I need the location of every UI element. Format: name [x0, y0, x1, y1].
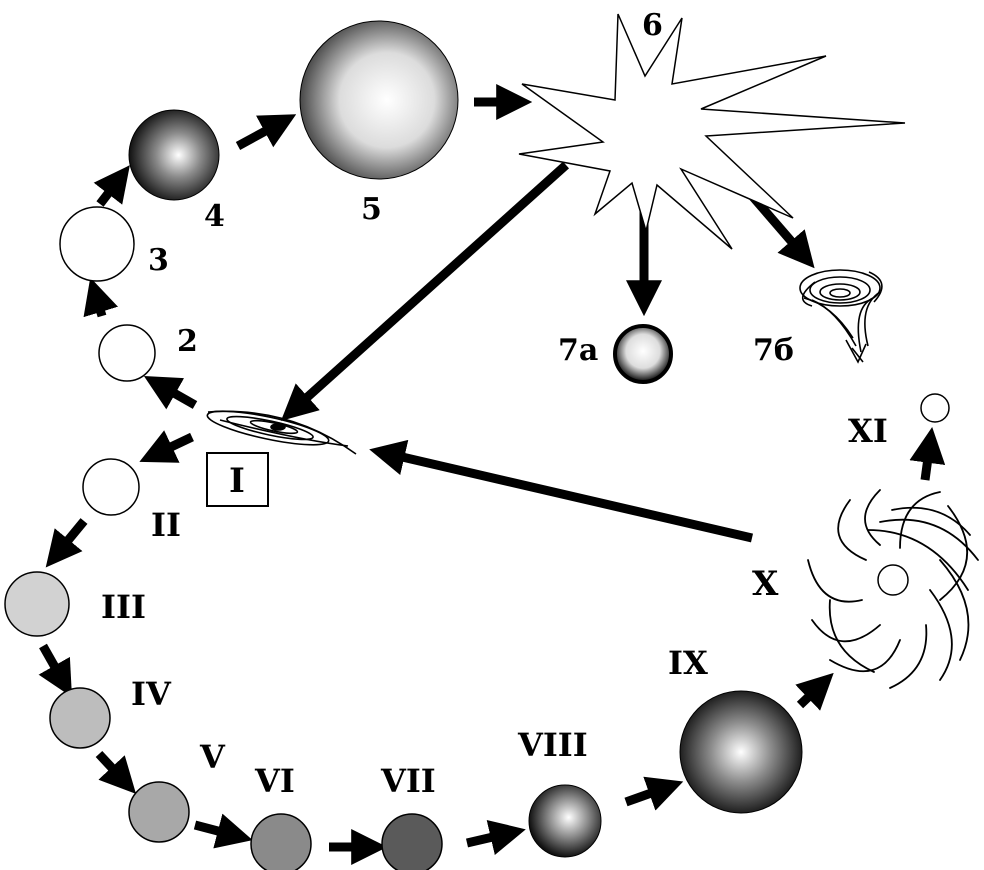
label-stage-V: V: [199, 738, 226, 776]
arrow-2-to-3: [95, 293, 102, 316]
stage-7a-star: [615, 326, 671, 382]
stage-4-star: [129, 110, 219, 200]
label-stage-VI: VI: [254, 762, 295, 800]
arrow-4-to-5: [238, 122, 282, 146]
stage-I-nebula: [205, 404, 356, 454]
arrow-V-to-VI: [195, 825, 237, 836]
label-stage-I: I: [229, 461, 245, 501]
label-stage-4: 4: [204, 199, 225, 234]
arrow-3-to-4: [100, 178, 120, 204]
stage-VIII-star: [529, 785, 601, 857]
label-stage-VII: VII: [380, 762, 436, 800]
label-stage-5: 5: [361, 192, 382, 227]
stage-III-star: [5, 572, 69, 636]
label-stage-XI: XI: [848, 412, 888, 450]
stage-IV-star: [50, 688, 110, 748]
arrow-6-to-I: [293, 165, 566, 410]
arrow-1-to-2: [158, 384, 195, 405]
label-stage-6: 6: [642, 8, 663, 43]
label-stage-IV: IV: [131, 675, 172, 713]
stage-2-star: [99, 325, 155, 381]
label-stage-7a: 7a: [558, 333, 598, 368]
label-stage-III: III: [101, 588, 146, 626]
arrow-II-to-III: [56, 521, 84, 555]
arrow-IV-to-V: [99, 754, 125, 782]
arrow-IX-to-X: [800, 684, 822, 705]
label-stage-II: II: [151, 506, 181, 544]
stage-II-star: [83, 459, 139, 515]
stage-3-star: [60, 207, 134, 281]
stage-XI-star: [921, 394, 949, 422]
label-stage-VIII: VIII: [517, 726, 588, 764]
label-stage-2: 2: [177, 324, 198, 359]
stage-X-star: [878, 565, 908, 595]
label-stage-IX: IX: [668, 644, 708, 682]
stage-IX-star: [680, 691, 802, 813]
label-stage-3: 3: [148, 243, 169, 278]
arrow-X-to-XI: [925, 443, 930, 480]
stage-7b-black-hole: [800, 270, 882, 362]
label-stage-X: X: [752, 564, 779, 604]
arrow-III-to-IV: [43, 646, 64, 683]
arrow-VII-to-VIII: [467, 833, 510, 843]
stage-VII-star: [382, 814, 442, 870]
label-stage-7b: 7б: [753, 333, 794, 368]
stage-6-supernova-burst: [519, 14, 905, 249]
arrow-I-to-II: [154, 437, 192, 455]
stage-V-star: [129, 782, 189, 842]
stage-5-star: [300, 21, 458, 179]
stage-VI-star: [251, 814, 311, 870]
arrow-X-to-I: [385, 453, 752, 538]
arrow-VIII-to-IX: [626, 787, 668, 802]
